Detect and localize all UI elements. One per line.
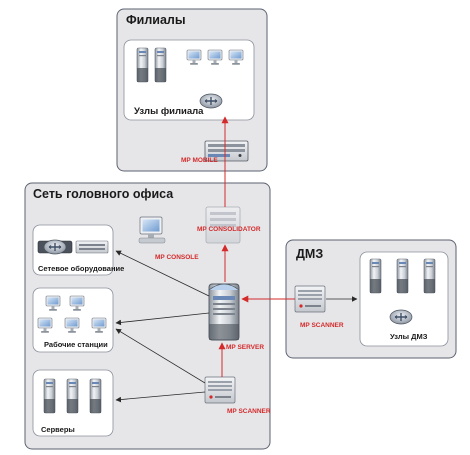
scanner-to-workstations-arrow [115,328,206,384]
servers-icon [43,378,102,414]
servers-label: Серверы [41,425,75,434]
mp-server-icon [208,283,240,341]
dmz-title: ДМЗ [296,247,323,261]
mp-mobile-label: MP MOBILE [181,157,218,164]
head-office-title: Сеть головного офиса [33,187,174,201]
mp-scanner-dmz-icon [294,285,326,313]
mp-console-label: MP CONSOLE [155,254,199,261]
dmz-nodes-label: Узлы ДМЗ [390,332,428,341]
branch-nodes-label: Узлы филиала [134,106,204,117]
branches-title: Филиалы [126,13,186,27]
mp-scanner-dmz-label: MP SCANNER [300,322,344,329]
network-equipment-box [32,224,114,276]
dmz-hub-icon [389,309,413,325]
workstations-label: Рабочие станции [44,340,108,349]
mp-scanner-head-label: MP SCANNER [227,408,271,415]
mp-mobile-device-icon [204,140,249,162]
server-to-network-arrow [115,250,210,297]
scanner-to-servers-arrow [115,391,206,403]
mp-consolidator-icon [205,206,241,244]
mp-consolidator-label: MP CONSOLIDATOR [197,226,261,233]
branch-workstations-icon [186,49,244,66]
server-to-workstations-arrow [115,312,210,326]
mp-scanner-head-icon [204,376,236,404]
dmz-servers-icon [369,258,436,294]
network-equipment-icon [37,239,109,255]
network-equipment-label: Сетевое оборудование [38,264,124,273]
mp-server-label: MP SERVER [226,344,264,351]
mp-console-icon [138,216,166,244]
